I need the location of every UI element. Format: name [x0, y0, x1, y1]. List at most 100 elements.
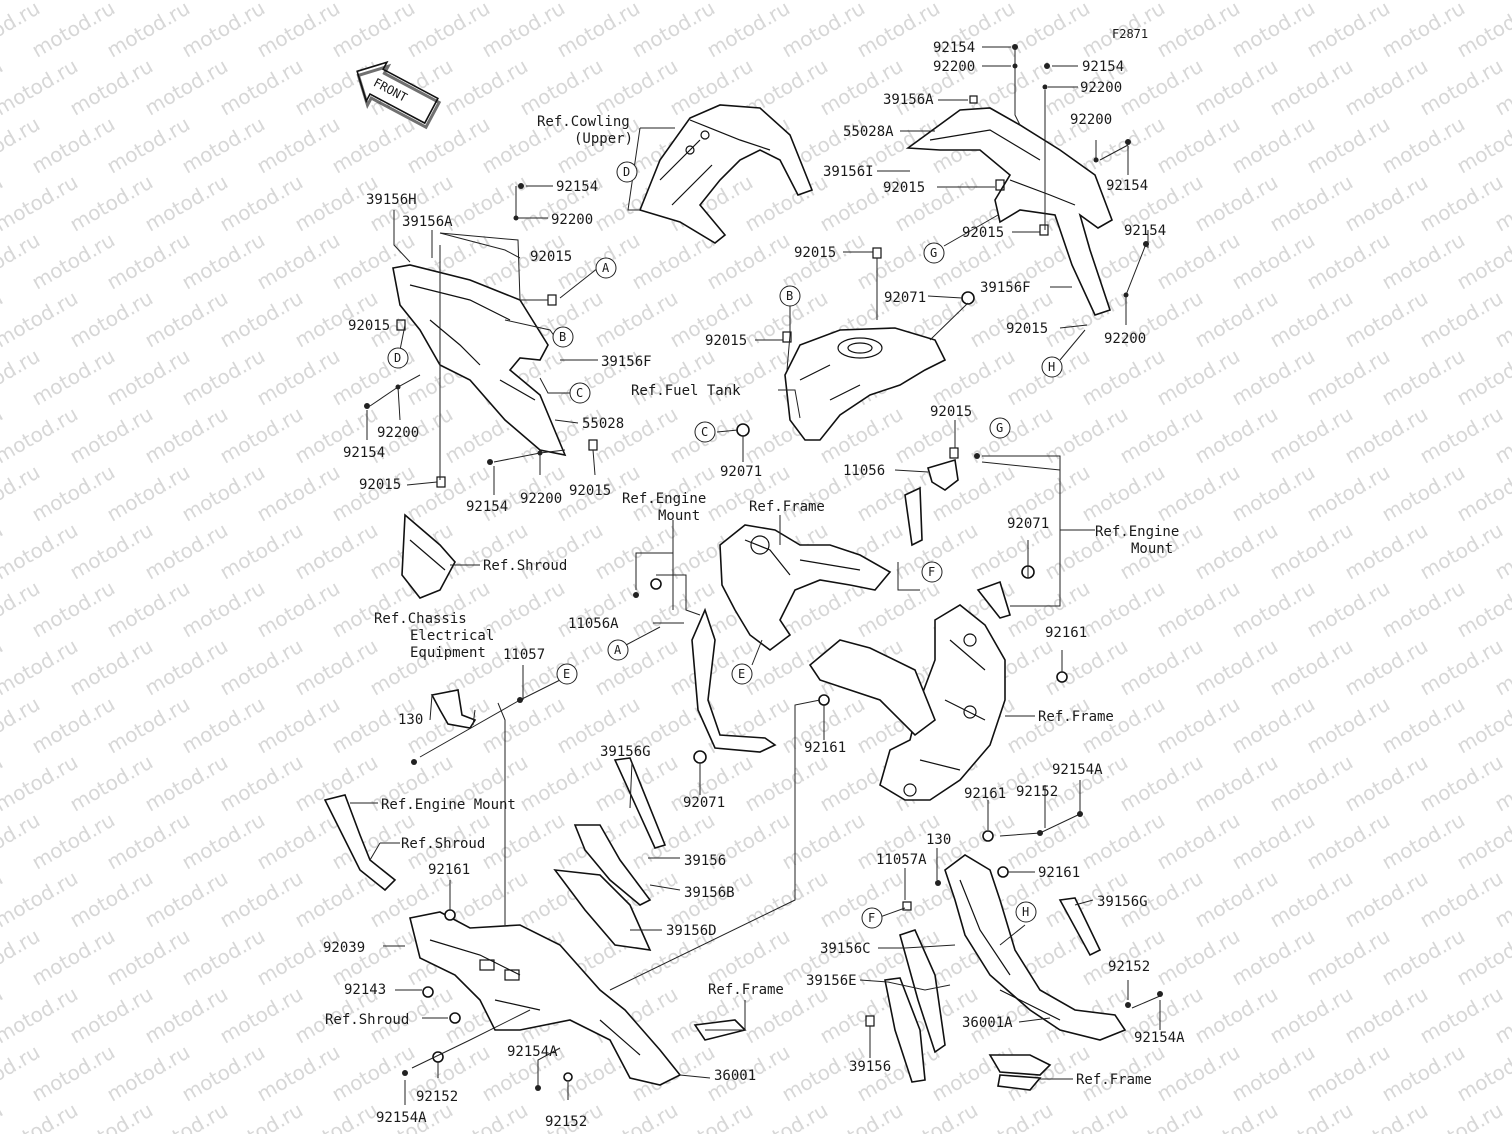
watermark-text: motod.ru: [966, 750, 1057, 817]
watermark-text: motod.ru: [178, 228, 269, 295]
watermark-text: motod.ru: [141, 402, 232, 469]
watermark-text: motod.ru: [216, 170, 307, 237]
watermark-text: motod.ru: [28, 0, 119, 62]
label-92152: 92152: [416, 1089, 458, 1105]
watermark-text: motod.ru: [0, 402, 82, 469]
bracket-11056-shape: [904, 458, 1011, 619]
watermark-text: motod.ru: [28, 576, 119, 643]
watermark-text: motod.ru: [0, 170, 82, 237]
watermark-text: motod.ru: [441, 518, 532, 585]
watermark-text: motod.ru: [441, 54, 532, 121]
watermark-text: motod.ru: [1341, 286, 1432, 353]
watermark-text: motod.ru: [28, 228, 119, 295]
label-92015: 92015: [348, 318, 390, 334]
watermark-text: motod.ru: [1303, 228, 1394, 295]
watermark-text: motod.ru: [403, 460, 494, 527]
watermark-text: motod.ru: [1191, 286, 1282, 353]
label-92154a: 92154A: [507, 1044, 558, 1060]
ref-frame-top: Ref.Frame: [749, 499, 825, 515]
watermark-text: motod.ru: [741, 866, 832, 933]
watermark-text: motod.ru: [1303, 924, 1394, 991]
front-arrow-icon: FRONT: [356, 60, 442, 130]
watermark-text: motod.ru: [403, 0, 494, 62]
watermark-text: motod.ru: [853, 0, 944, 62]
watermark-text: motod.ru: [966, 402, 1057, 469]
watermark-text: motod.ru: [1228, 460, 1319, 527]
chassis-bracket-shape: [430, 689, 477, 729]
label-92015: 92015: [359, 477, 401, 493]
fasteners-layer: [364, 44, 1163, 1091]
watermark-text: motod.ru: [291, 518, 382, 585]
label-92200: 92200: [1104, 331, 1146, 347]
label-55028: 55028: [582, 416, 624, 432]
label-39156e: 39156E: [806, 973, 857, 989]
engine-mount-bracket-shape: [808, 604, 1006, 801]
watermark-text: motod.ru: [178, 1040, 269, 1107]
watermark-text: motod.ru: [1003, 344, 1094, 411]
watermark-text: motod.ru: [516, 54, 607, 121]
watermark-text: motod.ru: [1378, 692, 1469, 759]
watermark-text: motod.ru: [1228, 228, 1319, 295]
label-92200: 92200: [933, 59, 975, 75]
watermark-text: motod.ru: [1078, 344, 1169, 411]
ref-shroud-2: Ref.Shroud: [401, 836, 485, 852]
watermark-text: motod.ru: [1341, 750, 1432, 817]
ref-engine-mount-a: Ref.Engine: [622, 491, 706, 507]
watermark-text: motod.ru: [1003, 692, 1094, 759]
callout-b-1: B: [552, 326, 574, 348]
watermark-text: motod.ru: [328, 576, 419, 643]
label-92200: 92200: [551, 212, 593, 228]
watermark-text: motod.ru: [0, 1098, 7, 1134]
svg-text:G: G: [930, 246, 937, 260]
label-92015: 92015: [962, 225, 1004, 241]
watermark-text: motod.ru: [1378, 808, 1469, 875]
watermark-text: motod.ru: [778, 808, 869, 875]
watermark-text: motod.ru: [1003, 0, 1094, 62]
watermark-text: motod.ru: [1416, 750, 1507, 817]
callout-d-2: D: [616, 161, 638, 183]
label-39156a: 39156A: [883, 92, 934, 108]
watermark-text: motod.ru: [103, 112, 194, 179]
label-92015: 92015: [569, 483, 611, 499]
watermark-text: motod.ru: [1341, 402, 1432, 469]
watermark-text: motod.ru: [103, 344, 194, 411]
watermark-text: motod.ru: [253, 692, 344, 759]
watermark-text: motod.ru: [516, 750, 607, 817]
watermark-text: motod.ru: [178, 460, 269, 527]
label-11056a: 11056A: [568, 616, 619, 632]
label-36001a: 36001A: [962, 1015, 1013, 1031]
watermark-text: motod.ru: [1116, 750, 1207, 817]
watermark-text: motod.ru: [253, 924, 344, 991]
watermark-text: motod.ru: [178, 0, 269, 62]
label-92161: 92161: [1045, 625, 1087, 641]
label-92154: 92154: [343, 445, 385, 461]
watermark-text: motod.ru: [1341, 634, 1432, 701]
watermark-text: motod.ru: [591, 634, 682, 701]
svg-text:D: D: [394, 351, 401, 365]
callout-g-2: G: [989, 417, 1011, 439]
ref-chassis-2: Electrical: [410, 628, 494, 644]
label-92152: 92152: [1108, 959, 1150, 975]
watermark-text: motod.ru: [28, 112, 119, 179]
watermark-text: motod.ru: [478, 692, 569, 759]
watermark-text: motod.ru: [1303, 112, 1394, 179]
watermark-text: motod.ru: [253, 576, 344, 643]
label-39156: 39156: [684, 853, 726, 869]
watermark-text: motod.ru: [591, 286, 682, 353]
watermark-text: motod.ru: [28, 460, 119, 527]
watermark-text: motod.ru: [1378, 112, 1469, 179]
watermark-text: motod.ru: [1378, 0, 1469, 62]
label-92154: 92154: [466, 499, 508, 515]
label-11057: 11057: [503, 647, 545, 663]
watermark-text: motod.ru: [216, 518, 307, 585]
watermark-text: motod.ru: [1341, 518, 1432, 585]
label-92039: 92039: [323, 940, 365, 956]
watermark-text: motod.ru: [1228, 808, 1319, 875]
watermark-text: motod.ru: [1078, 460, 1169, 527]
watermark-text: motod.ru: [0, 518, 82, 585]
label-92071: 92071: [683, 795, 725, 811]
callout-c-2: C: [694, 421, 716, 443]
watermark-text: motod.ru: [141, 170, 232, 237]
watermark-text: motod.ru: [1116, 402, 1207, 469]
